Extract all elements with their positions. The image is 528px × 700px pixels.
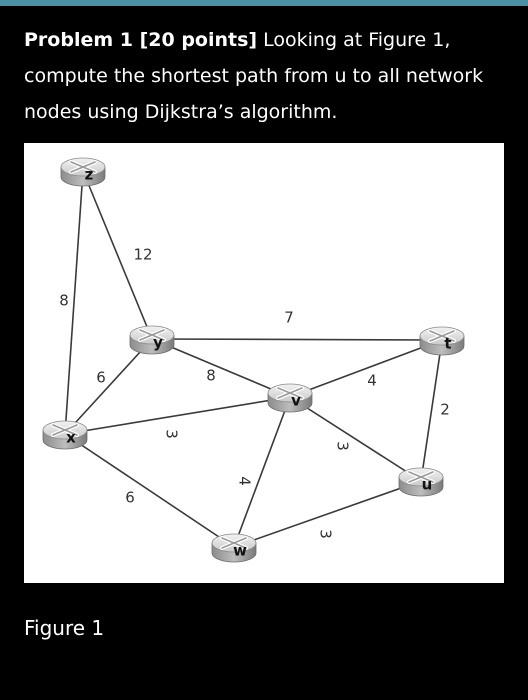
router-arrows-icon bbox=[138, 328, 166, 342]
weight-layer: 12 8 7 6 8 3 6 4 3 4 2 3 bbox=[59, 246, 450, 539]
edge-weight-x-v: 3 bbox=[163, 429, 181, 439]
edge-weight-y-t: 7 bbox=[284, 309, 294, 327]
node-label-x: x bbox=[66, 429, 76, 447]
edge-v-u bbox=[289, 396, 422, 482]
edge-weight-y-v: 8 bbox=[206, 367, 216, 385]
edge-v-w bbox=[233, 396, 291, 548]
problem-heading: Problem 1 [20 points] bbox=[24, 29, 258, 51]
edge-z-y bbox=[82, 170, 153, 340]
router-t: t bbox=[419, 326, 465, 356]
problem-statement: Problem 1 [20 points] Looking at Figure … bbox=[24, 22, 504, 130]
edge-t-u bbox=[420, 339, 443, 482]
router-arrows-icon bbox=[69, 160, 97, 174]
node-label-z: z bbox=[85, 166, 94, 184]
edge-layer bbox=[64, 170, 443, 548]
router-arrows-icon bbox=[276, 386, 304, 400]
router-v: v bbox=[267, 383, 313, 413]
router-y: y bbox=[129, 325, 175, 355]
network-graph: 12 8 7 6 8 3 6 4 3 4 2 3 z y x v t u w bbox=[42, 157, 465, 563]
edge-weight-z-x: 8 bbox=[59, 292, 69, 310]
edge-z-x bbox=[64, 170, 84, 435]
edge-x-w bbox=[64, 433, 235, 548]
node-label-y: y bbox=[153, 334, 163, 352]
router-u: u bbox=[398, 467, 444, 497]
router-arrows-icon bbox=[220, 536, 248, 550]
edge-weight-x-w: 6 bbox=[125, 489, 135, 507]
router-z: z bbox=[60, 157, 106, 187]
node-layer: z y x v t u w bbox=[42, 157, 465, 563]
edge-x-v bbox=[64, 396, 291, 435]
node-label-u: u bbox=[422, 476, 433, 494]
router-arrows-icon bbox=[407, 470, 435, 484]
top-accent-bar bbox=[0, 0, 528, 6]
figure-caption: Figure 1 bbox=[24, 616, 105, 640]
edge-u-w bbox=[233, 480, 422, 548]
edge-y-v bbox=[151, 338, 291, 398]
problem-body: Looking at Figure 1, compute the shortes… bbox=[24, 29, 484, 123]
node-label-v: v bbox=[291, 392, 301, 410]
edge-v-t bbox=[289, 339, 443, 398]
edge-weight-y-x: 6 bbox=[96, 369, 106, 387]
router-arrows-icon bbox=[51, 423, 79, 437]
router-arrows-icon bbox=[428, 329, 456, 343]
network-figure: 12 8 7 6 8 3 6 4 3 4 2 3 z y x v t u w bbox=[24, 143, 504, 583]
edge-y-x bbox=[64, 338, 153, 435]
edge-weight-u-w: 3 bbox=[317, 529, 335, 539]
edge-weight-v-t: 4 bbox=[367, 372, 377, 390]
edge-y-t bbox=[151, 338, 443, 341]
router-w: w bbox=[211, 533, 257, 563]
router-x: x bbox=[42, 420, 88, 450]
edge-weight-t-u: 2 bbox=[440, 401, 450, 419]
edge-weight-z-y: 12 bbox=[133, 246, 152, 264]
edge-weight-v-w: 4 bbox=[236, 476, 254, 486]
node-label-w: w bbox=[233, 542, 247, 560]
node-label-t: t bbox=[444, 335, 451, 353]
edge-weight-v-u: 3 bbox=[334, 441, 352, 451]
